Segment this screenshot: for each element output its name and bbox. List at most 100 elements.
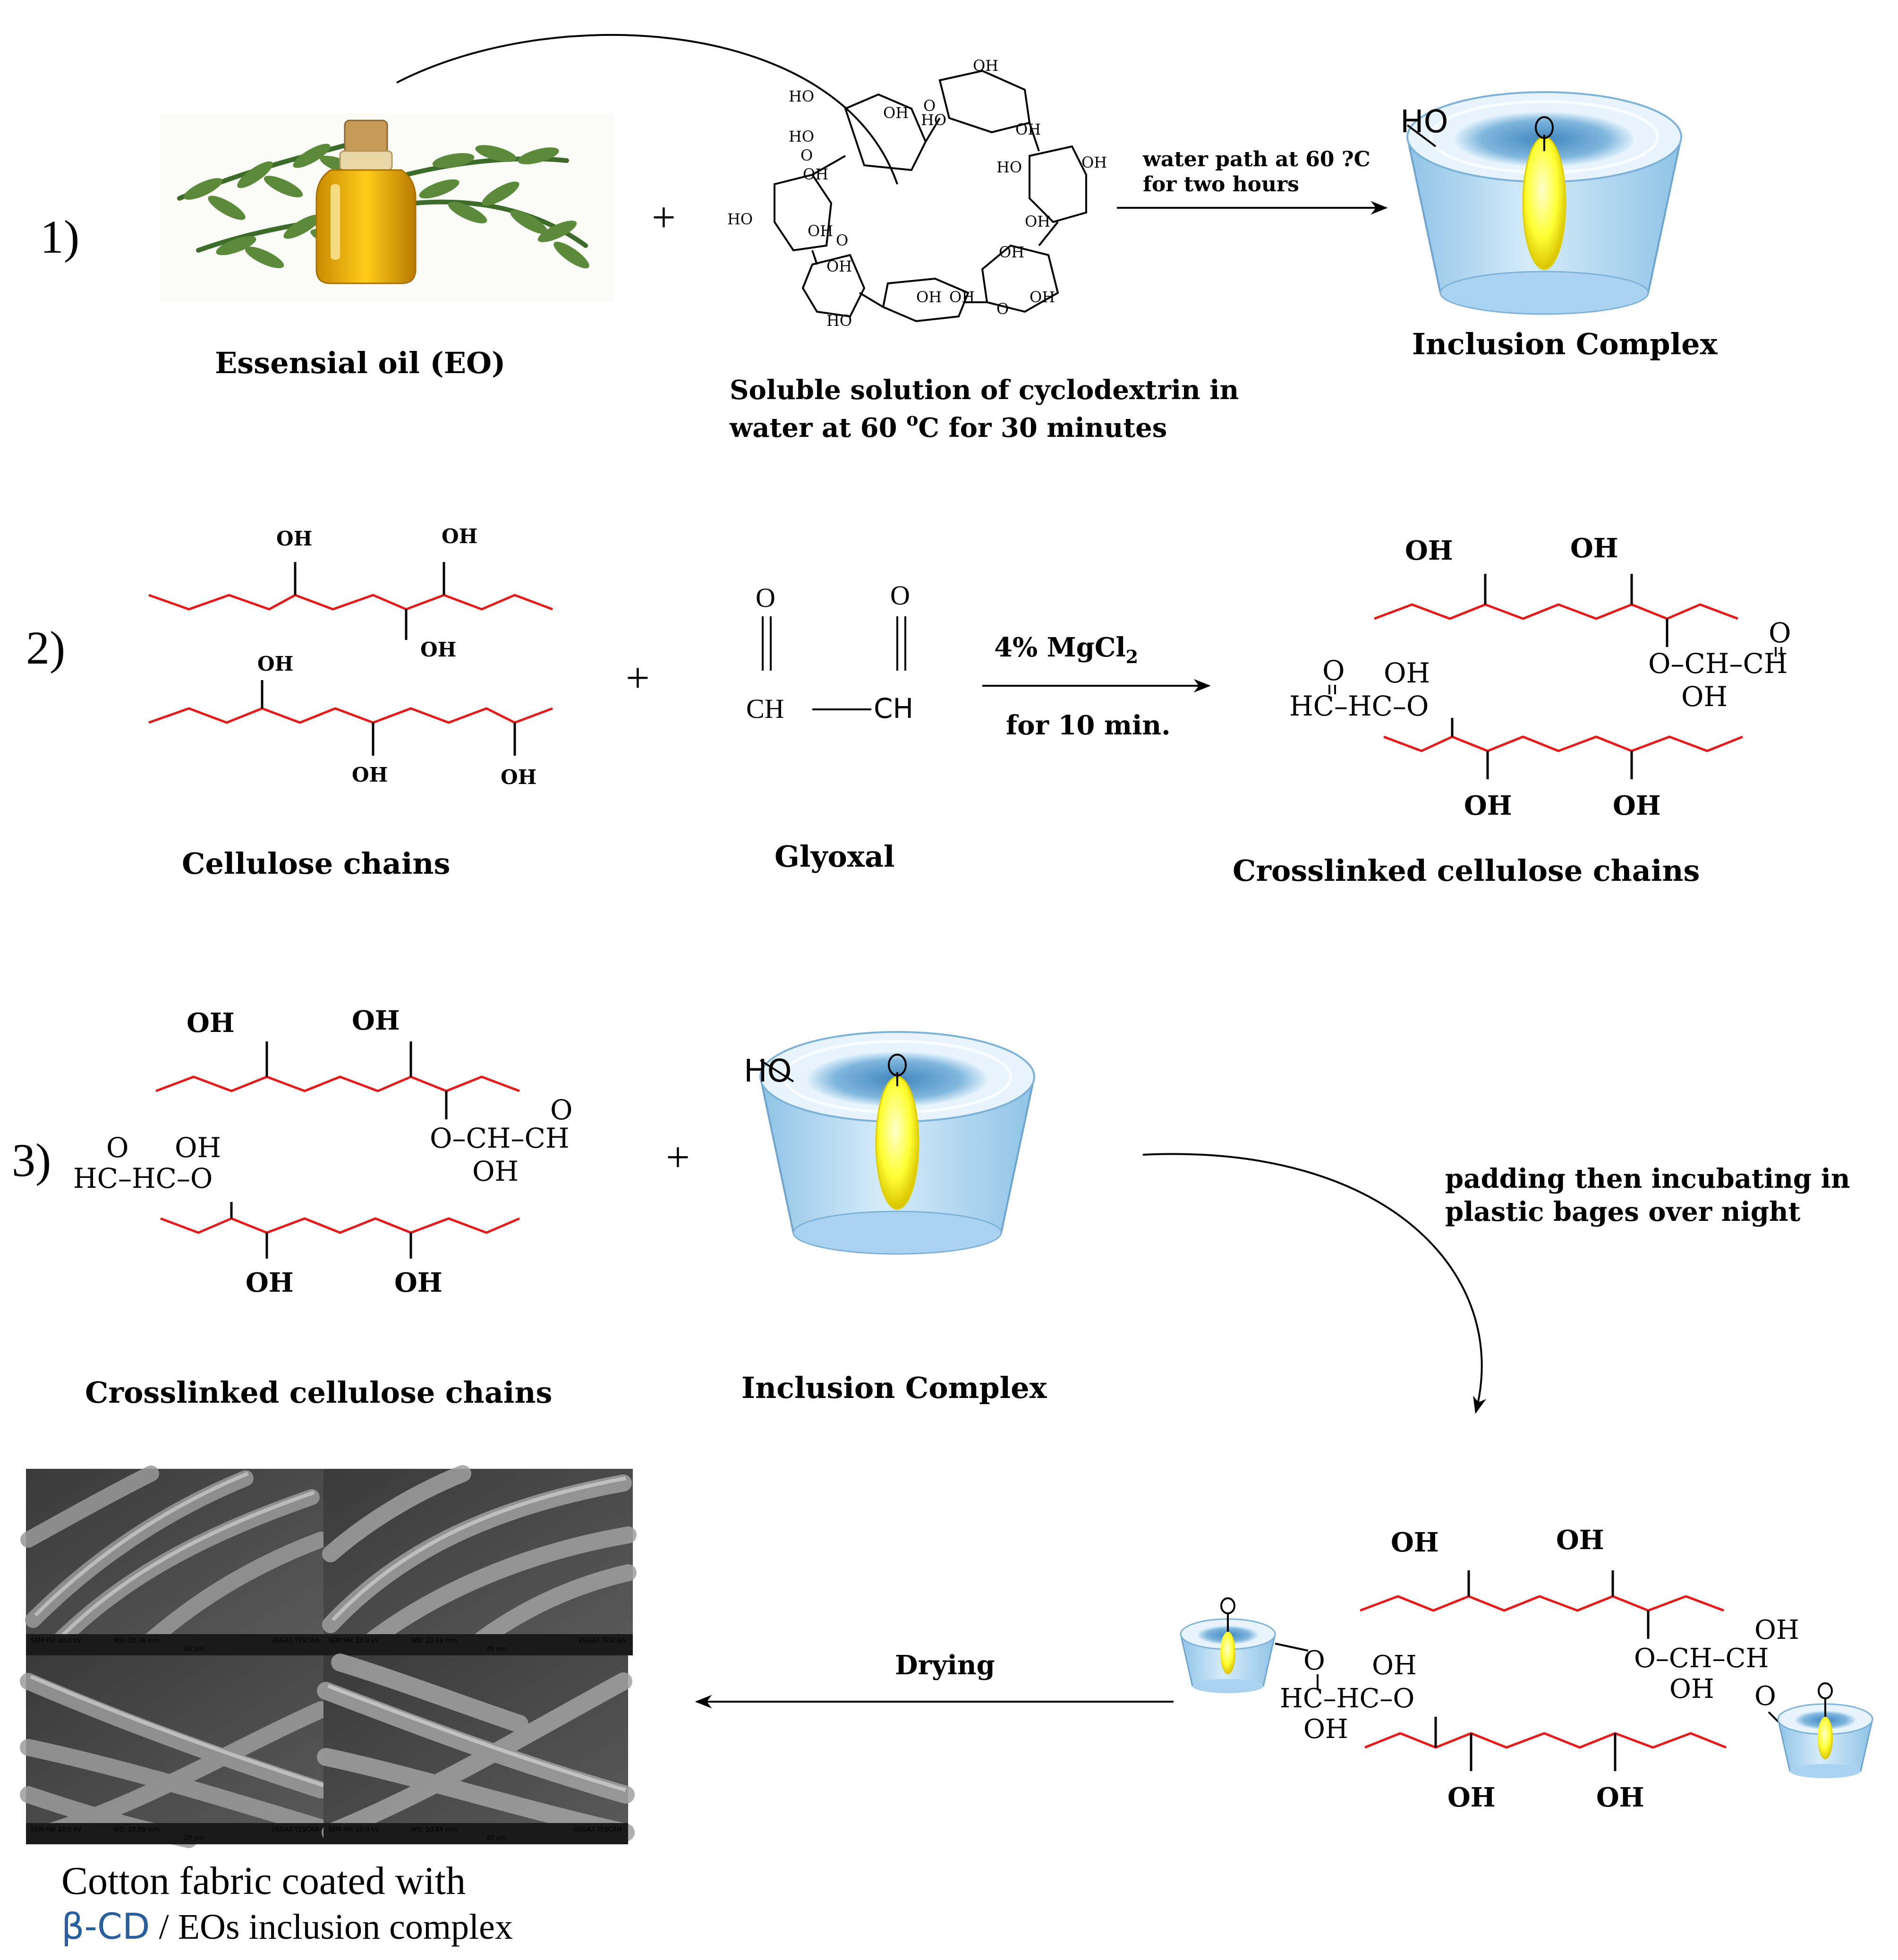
crosslinked-cellulose-reactant: OH OH OH OH O–CH–CH OH O HC–HC–O O OH bbox=[73, 1005, 573, 1298]
cellulose-chains-label: Cellulose chains bbox=[182, 846, 450, 881]
step3-plus: + bbox=[666, 1134, 690, 1181]
svg-text:20 μm: 20 μm bbox=[486, 1645, 506, 1653]
svg-text:OH: OH bbox=[1681, 681, 1728, 713]
arrow1-condition-line2: for two hours bbox=[1143, 172, 1299, 196]
svg-text:OH: OH bbox=[1754, 1615, 1799, 1645]
svg-text:OH: OH bbox=[883, 104, 909, 122]
svg-text:20 μm: 20 μm bbox=[184, 1645, 204, 1653]
svg-text:O–CH–CH: O–CH–CH bbox=[1648, 648, 1787, 680]
small-inclusion-complex-right bbox=[1777, 1682, 1873, 1779]
padding-condition-line1: padding then incubating in bbox=[1445, 1163, 1850, 1194]
svg-text:O: O bbox=[800, 146, 813, 164]
svg-text:OH: OH bbox=[949, 288, 975, 306]
crosslinked-cellulose-product: OH OH OH OH O–CH–CH OH O HC–HC–O O OH bbox=[1289, 533, 1791, 821]
svg-text:OH: OH bbox=[808, 222, 833, 240]
final-caption-line1: Cotton fabric coated with bbox=[61, 1859, 466, 1903]
svg-text:VEGA3 TESCAN: VEGA3 TESCAN bbox=[579, 1637, 626, 1645]
svg-text:OH: OH bbox=[352, 1005, 400, 1036]
svg-text:HO: HO bbox=[789, 87, 814, 105]
svg-text:HO: HO bbox=[789, 128, 814, 145]
svg-text:OH: OH bbox=[1556, 1525, 1604, 1556]
sem-micrographs: SEM HV: 20.0 kV WD: 20.76 mm VEGA3 TESCA… bbox=[20, 1465, 637, 1848]
svg-text:VEGA3 TESCAN: VEGA3 TESCAN bbox=[272, 1826, 319, 1833]
glyoxal-label: Glyoxal bbox=[775, 839, 895, 874]
svg-text:OH: OH bbox=[472, 1155, 519, 1187]
svg-text:O: O bbox=[836, 231, 848, 249]
cd-caption-line1: Soluble solution of cyclodextrin in bbox=[730, 375, 1239, 406]
svg-text:O: O bbox=[1754, 1681, 1776, 1712]
svg-text:O: O bbox=[550, 1094, 573, 1126]
svg-text:OH: OH bbox=[1372, 1650, 1417, 1681]
glyoxal-structure: O O CH CH bbox=[746, 580, 913, 724]
drying-label: Drying bbox=[895, 1650, 995, 1681]
crosslinked-label-2: Crosslinked cellulose chains bbox=[1233, 853, 1700, 888]
svg-text:WD: 20.84 mm: WD: 20.84 mm bbox=[411, 1826, 457, 1833]
svg-text:WD: 20.88 mm: WD: 20.88 mm bbox=[113, 1826, 160, 1833]
svg-text:OH: OH bbox=[1447, 1782, 1496, 1813]
svg-text:HO: HO bbox=[727, 210, 753, 228]
cyclodextrin-structure: OH HO OH HO O OH HO OH OH OH HO OH OH OH… bbox=[727, 57, 1107, 330]
arrow2-time: for 10 min. bbox=[1006, 710, 1171, 741]
svg-text:SEM HV: 20.0 kV: SEM HV: 20.0 kV bbox=[31, 1826, 82, 1833]
svg-text:OH: OH bbox=[1669, 1674, 1714, 1704]
step1-plus: + bbox=[652, 194, 676, 241]
svg-text:OH: OH bbox=[803, 165, 828, 183]
svg-text:OH: OH bbox=[175, 1132, 221, 1164]
svg-text:20 μm: 20 μm bbox=[184, 1834, 204, 1841]
svg-text:O–CH–CH: O–CH–CH bbox=[430, 1122, 569, 1154]
svg-text:O: O bbox=[1769, 617, 1791, 649]
svg-text:OH: OH bbox=[1596, 1782, 1644, 1813]
svg-text:HO: HO bbox=[921, 111, 946, 129]
svg-text:OH: OH bbox=[420, 638, 456, 661]
svg-text:OH: OH bbox=[916, 288, 942, 306]
svg-text:HO: HO bbox=[996, 158, 1022, 176]
svg-text:O: O bbox=[1322, 655, 1345, 687]
svg-text:O: O bbox=[890, 580, 910, 611]
svg-text:OH: OH bbox=[1025, 213, 1050, 230]
svg-text:HC–HC–O: HC–HC–O bbox=[1280, 1683, 1414, 1714]
small-inclusion-complex-left bbox=[1180, 1597, 1276, 1694]
curved-arrow-eo bbox=[396, 34, 898, 185]
final-caption-line2: β-CD / EOs inclusion complex bbox=[61, 1905, 513, 1947]
svg-text:OH: OH bbox=[276, 527, 312, 550]
svg-text:HC–HC–O: HC–HC–O bbox=[73, 1162, 213, 1194]
crosslinked-label-3: Crosslinked cellulose chains bbox=[85, 1375, 552, 1410]
svg-text:OH: OH bbox=[999, 243, 1024, 261]
svg-text:OH: OH bbox=[1391, 1527, 1439, 1558]
svg-text:OH: OH bbox=[1384, 657, 1430, 689]
svg-text:OH: OH bbox=[1405, 535, 1453, 566]
inclusion-complex-2 bbox=[760, 1032, 1034, 1254]
step-1-number: 1) bbox=[40, 211, 79, 263]
cellulose-chains: OH OH OH OH OH OH bbox=[148, 525, 553, 789]
svg-text:OH: OH bbox=[1613, 790, 1661, 821]
step2-plus: + bbox=[626, 655, 650, 701]
svg-text:CH: CH bbox=[874, 692, 913, 724]
svg-text:HO: HO bbox=[826, 312, 852, 330]
svg-text:OH: OH bbox=[1030, 288, 1055, 306]
svg-text:VEGA3 TESCAN: VEGA3 TESCAN bbox=[574, 1826, 621, 1833]
inclusion-complex-label-1: Inclusion Complex bbox=[1412, 327, 1718, 361]
cd-caption-line2: water at 60 oC for 30 minutes bbox=[729, 409, 1167, 443]
svg-text:SEM HV: 20.0 kV: SEM HV: 20.0 kV bbox=[328, 1637, 379, 1645]
svg-text:OH: OH bbox=[1570, 533, 1618, 564]
ho-label-2: HO bbox=[744, 1053, 792, 1089]
svg-text:OH: OH bbox=[442, 525, 477, 548]
svg-text:OH: OH bbox=[1081, 153, 1107, 171]
arrow2-catalyst: 4% MgCl2 bbox=[994, 632, 1138, 667]
svg-text:O–CH–CH: O–CH–CH bbox=[1634, 1643, 1769, 1674]
svg-text:OH: OH bbox=[973, 57, 998, 75]
svg-text:OH: OH bbox=[826, 257, 852, 275]
svg-text:HC–HC–O: HC–HC–O bbox=[1289, 690, 1429, 722]
step-3-number: 3) bbox=[12, 1134, 51, 1186]
functionalized-cellulose: OH OH OH OH O–CH–CH OH OH O HC–HC–O OH O… bbox=[1275, 1525, 1799, 1813]
ho-label-1: HO bbox=[1400, 103, 1448, 140]
svg-text:SEM HV: 20.0 kV: SEM HV: 20.0 kV bbox=[31, 1637, 82, 1645]
svg-text:OH: OH bbox=[394, 1267, 443, 1298]
svg-text:OH: OH bbox=[187, 1007, 235, 1039]
svg-text:SEM HV: 20.0 kV: SEM HV: 20.0 kV bbox=[328, 1826, 379, 1833]
essential-oil-image bbox=[161, 113, 614, 302]
svg-text:O: O bbox=[996, 300, 1009, 318]
curved-arrow-padding bbox=[1142, 1153, 1487, 1414]
svg-text:OH: OH bbox=[1303, 1714, 1348, 1745]
